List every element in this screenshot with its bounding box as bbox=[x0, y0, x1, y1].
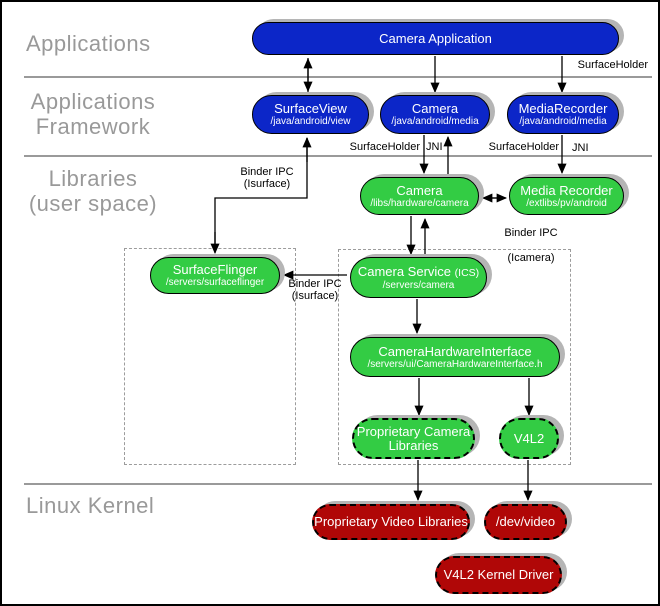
elbow-surfaceview-surfaceflinger bbox=[214, 138, 308, 252]
node-camera-application[interactable]: Camera Application bbox=[252, 22, 619, 55]
node-surfaceview[interactable]: SurfaceView /java/android/view bbox=[252, 95, 369, 134]
label-binder-ipc-icamera-line1: Binder IPC bbox=[504, 227, 558, 239]
layer-label-applications: Applications bbox=[26, 31, 151, 56]
node-mediarecorder-lib[interactable]: Media Recorder /extlibs/pv/android bbox=[509, 177, 624, 215]
label-surfaceholder-top: SurfaceHolder bbox=[577, 59, 648, 71]
label-jni-camera: JNI bbox=[426, 141, 443, 153]
node-dev-video[interactable]: /dev/video bbox=[484, 504, 567, 540]
cameraservice-process-boundary bbox=[338, 249, 571, 465]
node-camera-lib[interactable]: Camera /libs/hardware/camera bbox=[360, 177, 479, 215]
node-proprietary-video-libraries[interactable]: Proprietary Video Libraries bbox=[312, 504, 470, 540]
node-camera-java[interactable]: Camera /java/android/media bbox=[380, 95, 490, 134]
label-binder-ipc-isurface-upper: Binder IPC (Isurface) bbox=[240, 166, 294, 190]
surfaceflinger-process-boundary bbox=[124, 248, 296, 465]
label-surfaceholder-camera: SurfaceHolder bbox=[349, 141, 420, 153]
layer-label-libraries: Libraries (user space) bbox=[28, 166, 158, 216]
divider-applications-framework bbox=[24, 76, 652, 78]
label-binder-ipc-icamera-line2: (Icamera) bbox=[507, 252, 555, 264]
node-surfaceflinger[interactable]: SurfaceFlinger /servers/surfaceflinger bbox=[150, 257, 280, 294]
layer-label-applications-framework: Applications Framework bbox=[30, 89, 156, 139]
node-v4l2[interactable]: V4L2 bbox=[499, 418, 559, 459]
node-proprietary-camera-libraries[interactable]: Proprietary Camera Libraries bbox=[352, 418, 475, 459]
label-jni-mediarecorder: JNI bbox=[572, 142, 589, 154]
label-surfaceholder-mediarecorder: SurfaceHolder bbox=[488, 141, 559, 153]
label-binder-ipc-isurface-lower: Binder IPC (Isurface) bbox=[288, 278, 342, 302]
node-mediarecorder-java[interactable]: MediaRecorder /java/android/media bbox=[507, 95, 619, 134]
divider-framework-libraries bbox=[24, 155, 652, 157]
node-camera-service[interactable]: Camera Service (ICS) /servers/camera bbox=[350, 257, 487, 298]
layer-label-linux-kernel: Linux Kernel bbox=[26, 493, 155, 518]
divider-libraries-kernel bbox=[24, 483, 652, 485]
node-camera-hardware-interface[interactable]: CameraHardwareInterface /servers/ui/Came… bbox=[350, 337, 560, 377]
node-v4l2-kernel-driver[interactable]: V4L2 Kernel Driver bbox=[435, 556, 562, 594]
